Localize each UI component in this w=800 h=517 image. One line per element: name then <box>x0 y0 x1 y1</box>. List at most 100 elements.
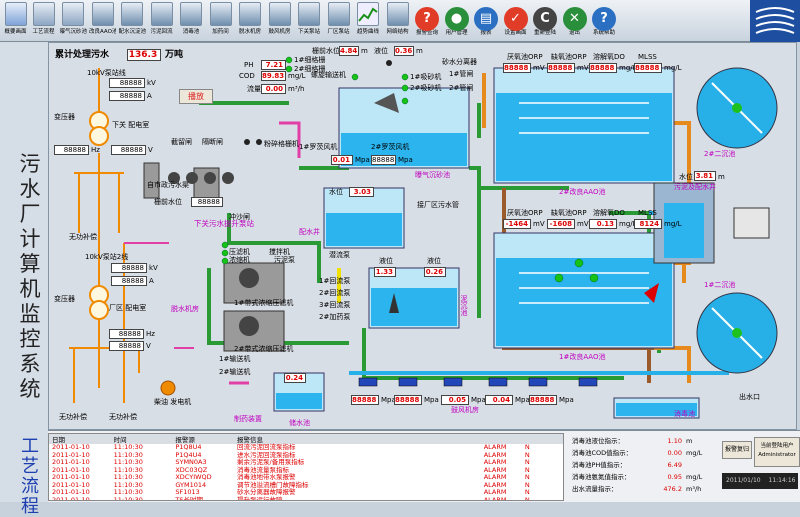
reading-value: 0.95 <box>667 473 682 481</box>
toolbar-button-13[interactable]: 网络结构 <box>384 1 411 40</box>
aao-header: 溶解氧DO <box>593 209 625 217</box>
aao-readout: 88888 <box>634 63 662 73</box>
toolbar-button-8[interactable]: 脱水机房 <box>237 1 264 40</box>
exit-icon: ✕ <box>562 7 587 31</box>
pump-station-icon <box>298 2 320 26</box>
disinfect-icon <box>180 2 202 26</box>
alarm-query-icon: ? <box>415 7 439 31</box>
sludge-icon <box>150 2 173 26</box>
alarm-reset-button[interactable]: 报警复归 <box>722 441 752 459</box>
aao-readout: 88888 <box>503 63 531 73</box>
clock-time: 11:14:16 <box>768 477 796 484</box>
report-icon: ▤ <box>474 7 498 31</box>
plant-power-label: 厂区 配电室 <box>109 304 147 312</box>
toolbar-button-1[interactable]: 工艺流程 <box>30 1 57 40</box>
toolbar-button-10[interactable]: 下关泵站 <box>296 1 323 40</box>
blower-pressure: 0.05 <box>441 395 469 405</box>
company-logo <box>750 0 800 42</box>
toolbar-button-3[interactable]: 改良AAO池 <box>89 1 116 40</box>
flow-readout: 0.00 <box>261 84 286 94</box>
toolbar-button-12[interactable]: 趋势曲线 <box>355 1 382 40</box>
process-flow-drawing <box>69 56 778 419</box>
settings-icon: ✓ <box>503 7 528 31</box>
trend-icon <box>357 2 379 26</box>
toolbar-button-6[interactable]: 消毒池 <box>178 1 205 40</box>
reading-label: 消毒池PH值指示： <box>572 461 627 469</box>
substation1-label: 10kV泵站线 <box>87 69 126 77</box>
reactive-label-1: 无功补偿 <box>69 233 97 241</box>
aao-readout: 88888 <box>547 63 575 73</box>
clock-date: 2011/01/10 <box>726 477 761 484</box>
blower-pressure: 88888 <box>351 395 379 405</box>
logo-button[interactable]: 概要画面 <box>2 1 29 40</box>
toolbar-button-4[interactable]: 配水沉淀池 <box>119 1 146 40</box>
system-title: 污水厂计算机监控系统 <box>19 152 41 401</box>
aao-header: 缺氧池ORP <box>551 209 587 217</box>
reading-label: 消毒池COD值指示： <box>572 449 633 457</box>
aerated-grit-label: 曝气沉砂池 <box>415 171 450 179</box>
generator-label: 柴油 发电机 <box>154 398 192 406</box>
toolbar-button-2[interactable]: 曝气沉砂池 <box>60 1 87 40</box>
blower-pressure: 88888 <box>394 395 422 405</box>
dosing-icon <box>209 2 232 26</box>
substation2-label: 10kV泵站2线 <box>85 253 129 261</box>
aao-header: MLSS <box>638 53 657 61</box>
toolbar-button-16[interactable]: ▤报表 <box>473 1 500 40</box>
play-button[interactable]: 播放 <box>179 89 213 104</box>
left-panel: 污水厂计算机监控系统 工艺流程 <box>0 42 48 517</box>
distribution-icon <box>121 2 143 26</box>
home-icon <box>4 2 27 26</box>
toolbar: 概要画面 工艺流程曝气沉砂池改良AAO池配水沉淀池污泥回流消毒池加药间脱水机房鼓… <box>0 0 800 42</box>
kv-readout-1: 88888 <box>109 78 145 88</box>
toolbar-button-5[interactable]: 污泥回流 <box>148 1 175 40</box>
toolbar-button-19[interactable]: ✕退出 <box>561 1 588 40</box>
total-label: 累计处理污水 <box>55 50 110 60</box>
total-value: 136.3 <box>127 49 161 61</box>
relogin-icon: C <box>533 7 557 31</box>
blower-icon <box>268 2 291 26</box>
reading-label: 消毒池氨氮值指示： <box>572 473 631 481</box>
aao-header: MLSS <box>638 209 657 217</box>
cod-readout: 89.83 <box>261 71 286 81</box>
toolbar-button-14[interactable]: ?报警查询 <box>414 1 441 40</box>
process-icon <box>32 2 55 26</box>
col-response <box>521 434 563 444</box>
blower-pressure: 88888 <box>529 395 557 405</box>
dewater-icon <box>239 2 261 26</box>
toolbar-button-17[interactable]: ✓设置画面 <box>502 1 529 40</box>
tank-level-readout: 0.36 <box>394 46 414 56</box>
toolbar-button-9[interactable]: 鼓风机房 <box>266 1 293 40</box>
aao-readout: 88888 <box>589 63 617 73</box>
reading-label: 消毒池液位指示： <box>572 437 624 445</box>
toolbar-button-20[interactable]: ?系统帮助 <box>591 1 618 40</box>
reading-value: 0.00 <box>667 449 682 457</box>
toolbar-button-7[interactable]: 加药间 <box>207 1 234 40</box>
aao-icon <box>91 2 114 26</box>
aao-header: 缺氧池ORP <box>551 53 587 61</box>
user-box: 当前登陆用户 Administrator <box>754 437 800 467</box>
user-icon: ● <box>444 7 469 31</box>
aao-header: 溶解氧DO <box>593 53 625 61</box>
reading-value: 1.10 <box>667 437 682 445</box>
aao-readout: 8124 <box>634 219 662 229</box>
xiaguan-power-label: 下关 配电室 <box>112 121 150 129</box>
reading-value: 6.49 <box>667 461 682 469</box>
col-time: 时间 <box>110 434 173 444</box>
grate-pre-readout: 4.84 <box>339 46 359 56</box>
toolbar-button-11[interactable]: 厂区泵站 <box>325 1 352 40</box>
network-icon <box>386 2 409 26</box>
toolbar-button-15[interactable]: ●用户管理 <box>443 1 470 40</box>
plant-pump-icon <box>327 2 350 26</box>
